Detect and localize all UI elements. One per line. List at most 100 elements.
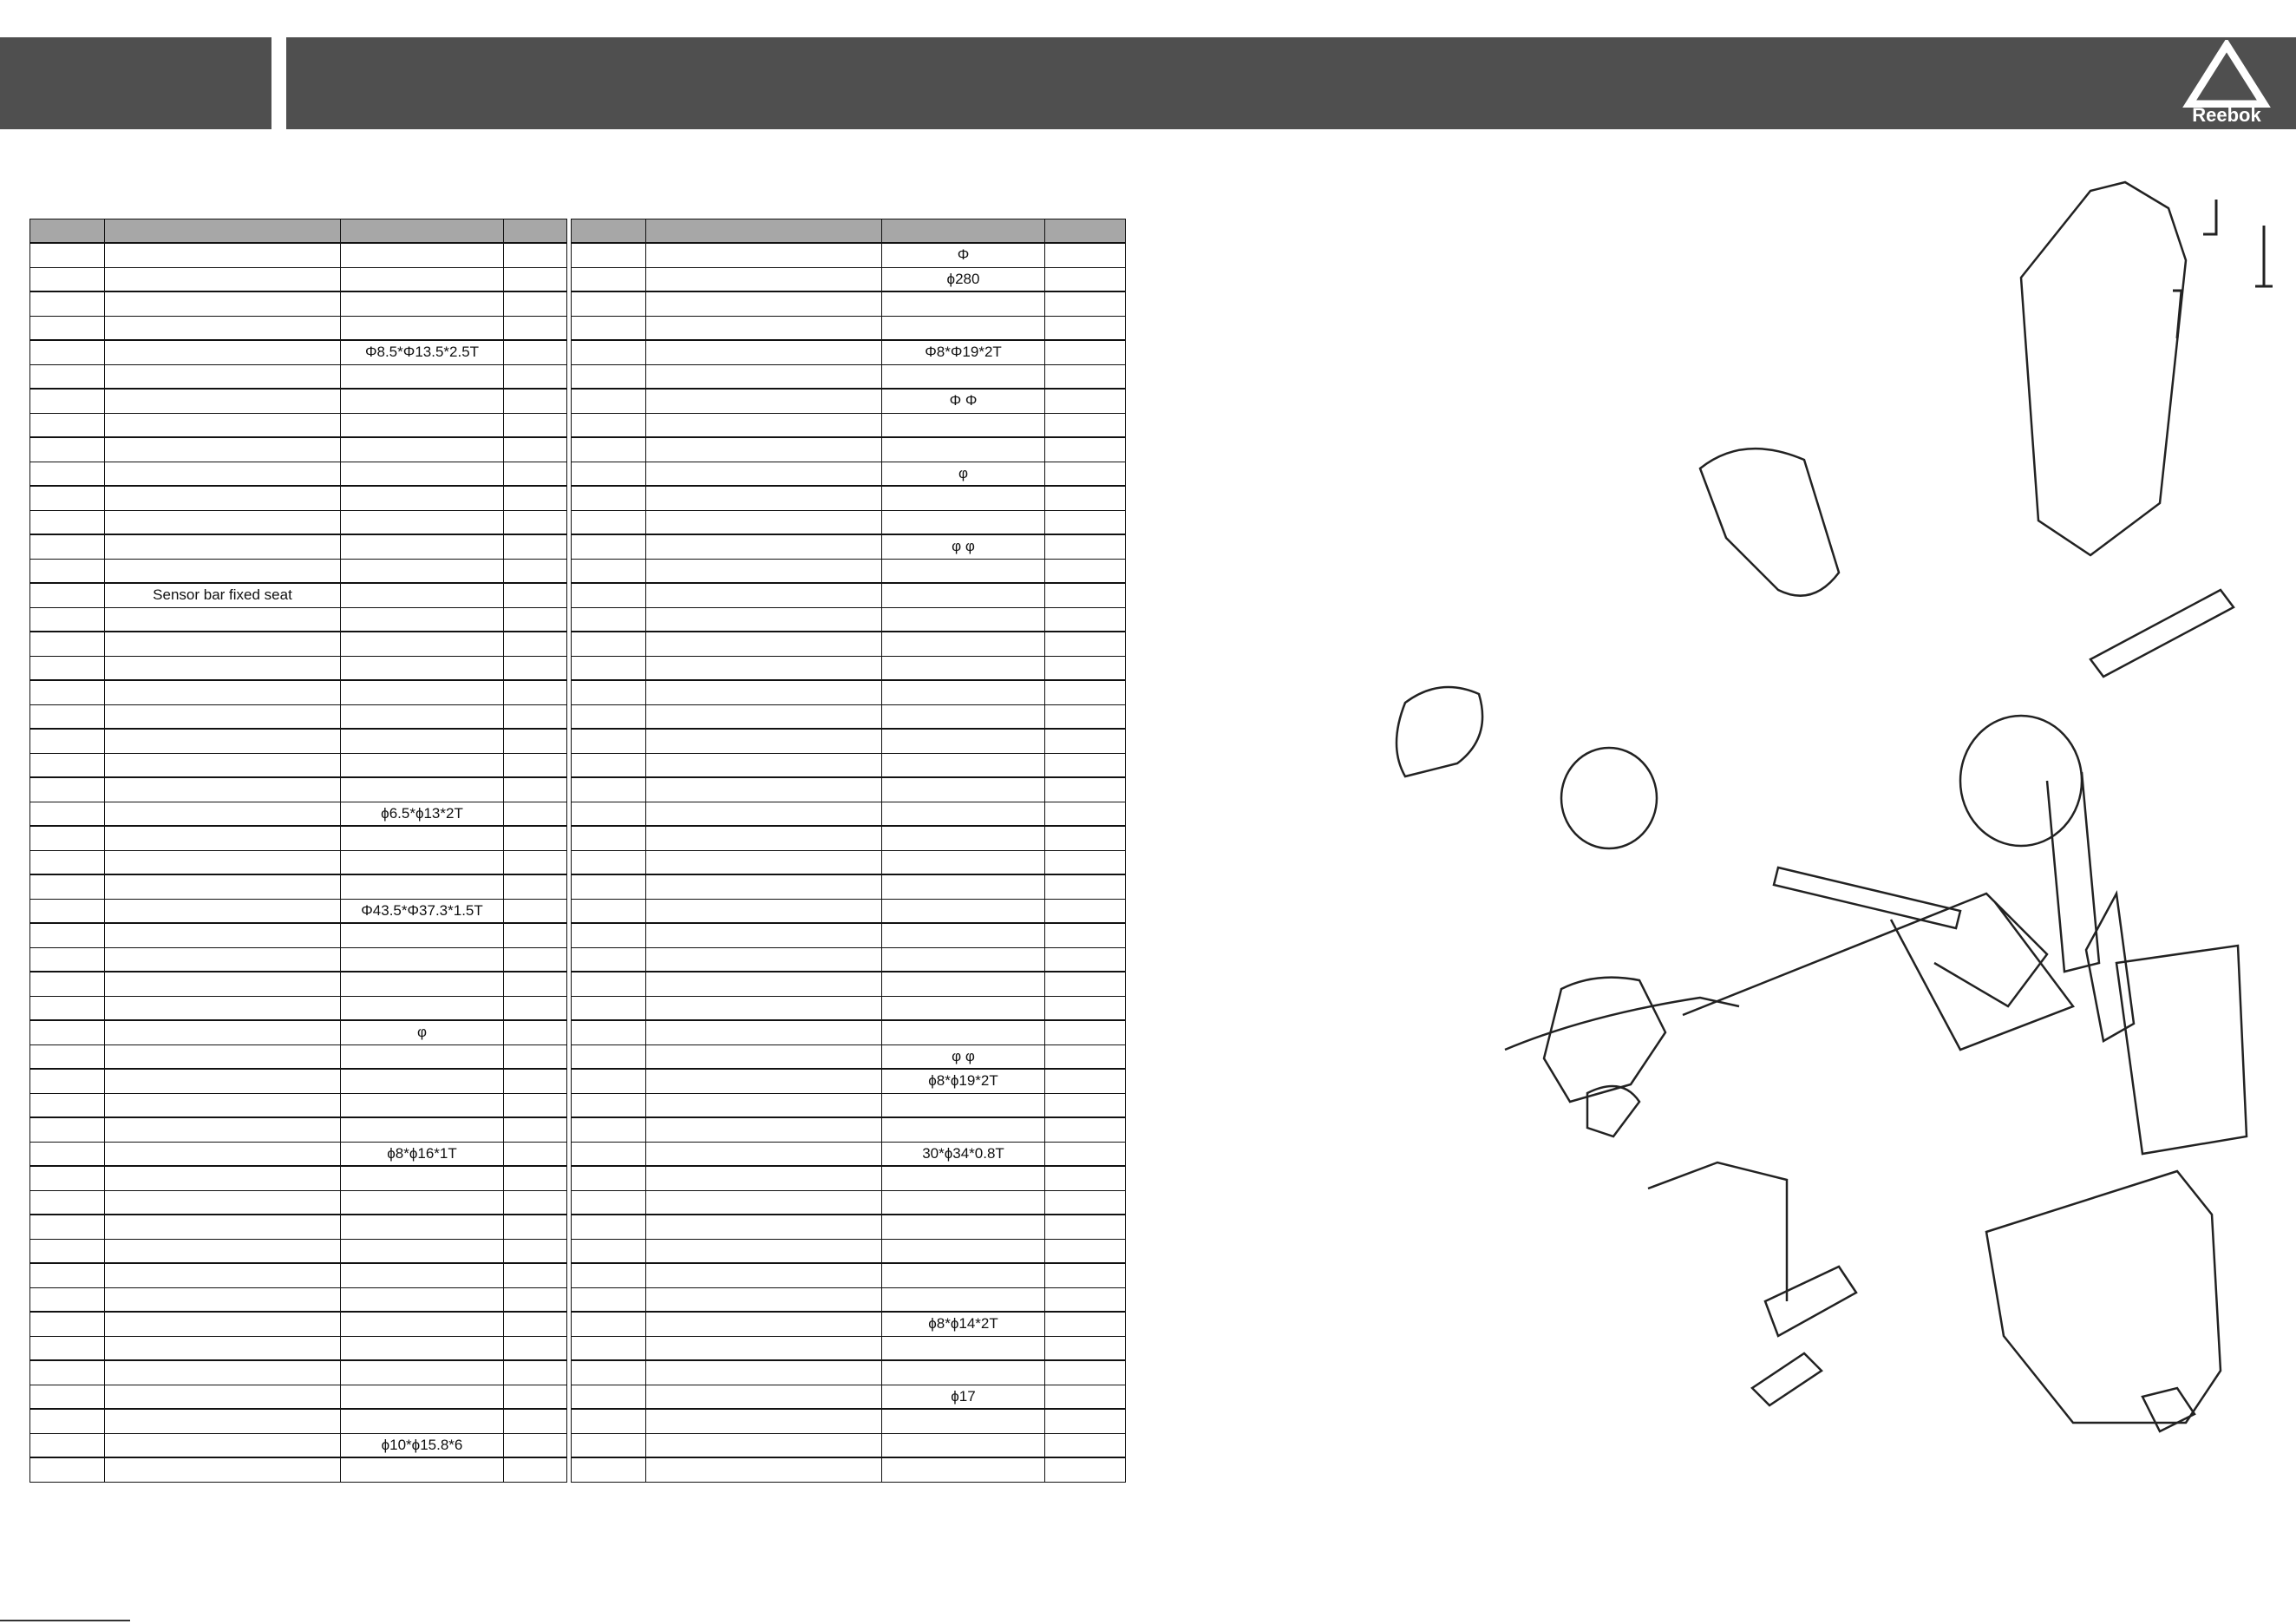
header-bar <box>286 37 2296 129</box>
description-cell <box>104 752 341 778</box>
spec-cell <box>340 582 504 608</box>
part-no-cell <box>29 1335 105 1361</box>
description-cell <box>645 1189 882 1215</box>
stabilizer-front <box>1763 1265 1858 1338</box>
frame-tube <box>1889 901 2075 1051</box>
spec-cell <box>340 558 504 584</box>
qty-cell <box>503 1311 567 1337</box>
table-row <box>29 825 567 851</box>
qty-cell <box>1044 946 1126 972</box>
qty-cell <box>1044 509 1126 535</box>
table-row <box>29 922 567 948</box>
table-row: φ <box>571 461 1126 487</box>
table-row <box>571 412 1126 438</box>
handlebar <box>1647 1161 1789 1301</box>
table-row <box>571 1408 1126 1434</box>
spec-cell: Φ8*Φ19*2T <box>881 339 1045 365</box>
spec-cell: ϕ8*ϕ14*2T <box>881 1311 1045 1337</box>
spec-cell: φ φ <box>881 1044 1045 1070</box>
description-cell <box>645 339 882 365</box>
part-no-cell <box>571 582 646 608</box>
qty-cell <box>503 1457 567 1483</box>
description-cell <box>104 1335 341 1361</box>
description-cell <box>104 388 341 414</box>
wrench <box>2173 289 2183 339</box>
part-no-cell <box>29 1238 105 1264</box>
part-no-cell <box>571 1287 646 1313</box>
table-row: ϕ280 <box>571 266 1126 292</box>
description-cell <box>645 1408 882 1434</box>
spec-cell <box>340 655 504 681</box>
spec-cell <box>340 1165 504 1191</box>
table-header <box>29 219 567 244</box>
spec-cell <box>881 1335 1045 1361</box>
qty-cell <box>503 752 567 778</box>
table-row <box>29 242 567 268</box>
description-cell <box>104 1141 341 1167</box>
foot-bar <box>1750 1352 1823 1407</box>
description-cell <box>645 461 882 487</box>
qty-cell <box>503 1165 567 1191</box>
part-no-cell <box>571 291 646 317</box>
table-row <box>29 363 567 390</box>
spec-cell <box>340 266 504 292</box>
description-cell <box>104 1238 341 1264</box>
part-no-cell <box>29 1165 105 1191</box>
qty-cell <box>503 1384 567 1410</box>
shroud-right-panel <box>1985 1169 2222 1424</box>
part-no-cell <box>29 631 105 657</box>
spec-cell <box>340 704 504 730</box>
spec-cell <box>881 1359 1045 1385</box>
part-no-cell <box>29 1068 105 1094</box>
table-row <box>29 752 567 778</box>
spec-cell <box>340 509 504 535</box>
table-row <box>571 1432 1126 1458</box>
description-cell <box>104 1068 341 1094</box>
table-row <box>571 679 1126 705</box>
spec-cell <box>881 776 1045 802</box>
part-no-cell <box>571 266 646 292</box>
spec-cell <box>340 752 504 778</box>
table-row <box>571 849 1126 875</box>
allen-key <box>2203 200 2218 236</box>
pedal-right <box>2141 1386 2196 1433</box>
qty-cell <box>1044 1384 1126 1410</box>
description-cell <box>645 1311 882 1337</box>
table-row: ϕ8*ϕ14*2T <box>571 1311 1126 1337</box>
description-cell <box>104 1019 341 1045</box>
spec-cell <box>881 558 1045 584</box>
spec-cell <box>340 679 504 705</box>
part-no-cell <box>29 412 105 438</box>
description-cell <box>645 1165 882 1191</box>
qty-cell <box>1044 485 1126 511</box>
qty-cell <box>503 485 567 511</box>
table-row <box>571 1262 1126 1288</box>
qty-cell <box>503 874 567 900</box>
table-row <box>571 825 1126 851</box>
part-no-cell <box>29 898 105 924</box>
qty-cell <box>1044 728 1126 754</box>
table-row: φ φ <box>571 1044 1126 1070</box>
part-no-cell <box>29 582 105 608</box>
upright-tube <box>2045 771 2101 973</box>
part-no-cell <box>29 558 105 584</box>
part-no-cell <box>29 1044 105 1070</box>
spec-cell <box>340 1262 504 1288</box>
description-cell <box>104 1092 341 1118</box>
part-no-cell <box>29 1189 105 1215</box>
part-no-cell <box>571 315 646 341</box>
spec-cell <box>881 363 1045 390</box>
part-no-cell <box>571 606 646 632</box>
qty-cell <box>503 898 567 924</box>
spec-cell <box>881 509 1045 535</box>
spec-cell <box>881 1092 1045 1118</box>
description-cell <box>104 849 341 875</box>
qty-cell <box>1044 679 1126 705</box>
spec-cell <box>881 582 1045 608</box>
description-cell <box>104 1384 341 1410</box>
qty-cell <box>1044 461 1126 487</box>
part-no-cell <box>571 752 646 778</box>
table-row <box>29 509 567 535</box>
part-no-cell <box>29 1019 105 1045</box>
